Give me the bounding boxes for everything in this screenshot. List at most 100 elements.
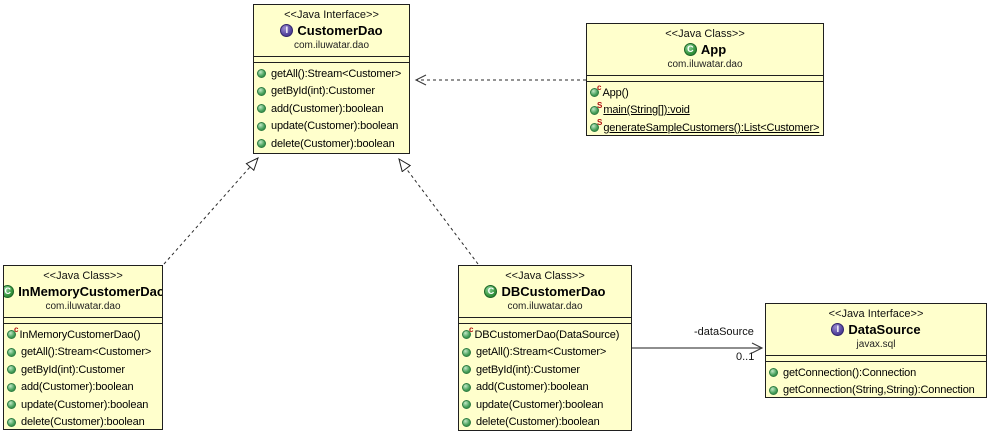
realization-edge-dbdao-to-customerdao bbox=[399, 159, 479, 265]
method-visibility-icon bbox=[462, 417, 471, 427]
method-label: add(Customer):boolean bbox=[21, 381, 134, 394]
association-multiplicity-label: 0..1 bbox=[736, 351, 755, 363]
method-label: delete(Customer):boolean bbox=[476, 416, 600, 429]
interface-icon: I bbox=[831, 323, 845, 336]
method-row[interactable]: add(Customer):boolean bbox=[257, 100, 406, 118]
method-label: getConnection(String,String):Connection bbox=[783, 384, 975, 397]
class-name: InMemoryCustomerDao bbox=[18, 284, 163, 299]
class-box-dbcustomerdao[interactable]: <<Java Class>> C DBCustomerDao com.iluwa… bbox=[458, 265, 632, 431]
stereotype-label: <<Java Class>> bbox=[505, 270, 585, 282]
method-visibility-icon bbox=[462, 400, 471, 410]
class-box-datasource[interactable]: <<Java Interface>> I DataSource javax.sq… bbox=[765, 303, 987, 398]
method-label: DBCustomerDao(DataSource) bbox=[474, 328, 620, 341]
method-visibility-icon bbox=[257, 139, 266, 149]
method-row[interactable]: delete(Customer):boolean bbox=[257, 135, 406, 153]
method-label: main(String[]):void bbox=[603, 104, 690, 117]
class-name: App bbox=[700, 42, 727, 57]
method-visibility-icon bbox=[590, 123, 599, 133]
method-visibility-icon bbox=[257, 86, 266, 96]
method-row[interactable]: delete(Customer):boolean bbox=[462, 414, 628, 431]
method-row[interactable]: getAll():Stream<Customer> bbox=[462, 344, 628, 362]
class-icon: C bbox=[683, 43, 697, 56]
method-row[interactable]: add(Customer):boolean bbox=[462, 379, 628, 397]
class-name: DataSource bbox=[848, 322, 921, 337]
method-label: getById(int):Customer bbox=[21, 363, 125, 376]
method-row[interactable]: getAll():Stream<Customer> bbox=[257, 65, 406, 83]
class-box-inmemorycustomerdao[interactable]: <<Java Class>> C InMemoryCustomerDao com… bbox=[3, 265, 163, 430]
constructor-marker: c bbox=[597, 83, 602, 93]
attributes-compartment bbox=[766, 355, 986, 361]
method-label: getAll():Stream<Customer> bbox=[271, 67, 402, 80]
method-visibility-icon bbox=[257, 104, 266, 114]
method-row[interactable]: delete(Customer):boolean bbox=[7, 414, 159, 430]
method-label: add(Customer):boolean bbox=[271, 102, 384, 115]
method-visibility-icon bbox=[7, 365, 16, 375]
method-row[interactable]: getAll():Stream<Customer> bbox=[7, 344, 159, 362]
method-visibility-icon bbox=[462, 330, 471, 340]
package-label: com.iluwatar.dao bbox=[667, 59, 743, 70]
constructor-marker: c bbox=[469, 325, 474, 335]
method-visibility-icon bbox=[7, 400, 16, 410]
method-row[interactable]: add(Customer):boolean bbox=[7, 379, 159, 397]
attributes-compartment bbox=[4, 317, 162, 323]
method-visibility-icon bbox=[257, 121, 266, 131]
method-label: update(Customer):boolean bbox=[476, 398, 604, 411]
stereotype-label: <<Java Class>> bbox=[665, 28, 745, 40]
method-visibility-icon bbox=[769, 368, 778, 378]
method-row[interactable]: getById(int):Customer bbox=[257, 83, 406, 101]
class-header: <<Java Class>> C InMemoryCustomerDao com… bbox=[4, 266, 162, 317]
method-row[interactable]: getConnection(String,String):Connection bbox=[769, 382, 983, 398]
method-visibility-icon bbox=[590, 105, 599, 115]
package-label: javax.sql bbox=[856, 339, 896, 350]
method-label: update(Customer):boolean bbox=[271, 120, 399, 133]
stereotype-label: <<Java Interface>> bbox=[828, 308, 924, 320]
class-header: <<Java Interface>> I DataSource javax.sq… bbox=[766, 304, 986, 355]
class-name: CustomerDao bbox=[297, 23, 383, 38]
method-visibility-icon bbox=[590, 88, 599, 98]
method-visibility-icon bbox=[462, 365, 471, 375]
method-visibility-icon bbox=[462, 382, 471, 392]
method-visibility-icon bbox=[7, 347, 16, 357]
method-label: delete(Customer):boolean bbox=[21, 416, 145, 429]
method-row[interactable]: getConnection():Connection bbox=[769, 364, 983, 382]
class-header: <<Java Class>> C DBCustomerDao com.iluwa… bbox=[459, 266, 631, 317]
method-visibility-icon bbox=[7, 330, 16, 340]
method-label: update(Customer):boolean bbox=[21, 398, 149, 411]
stereotype-label: <<Java Interface>> bbox=[284, 9, 379, 21]
method-label: InMemoryCustomerDao() bbox=[19, 328, 141, 341]
attributes-compartment bbox=[459, 317, 631, 323]
method-row[interactable]: getById(int):Customer bbox=[462, 361, 628, 379]
method-row[interactable]: update(Customer):boolean bbox=[257, 118, 406, 136]
package-label: com.iluwatar.dao bbox=[507, 301, 583, 312]
package-label: com.iluwatar.dao bbox=[45, 301, 121, 312]
constructor-marker: c bbox=[14, 325, 19, 335]
interface-icon: I bbox=[280, 24, 294, 37]
method-label: getConnection():Connection bbox=[783, 366, 917, 379]
method-row[interactable]: getById(int):Customer bbox=[7, 361, 159, 379]
method-label: getAll():Stream<Customer> bbox=[476, 346, 607, 359]
methods-compartment: getAll():Stream<Customer> getById(int):Cu… bbox=[254, 62, 409, 153]
method-label: add(Customer):boolean bbox=[476, 381, 589, 394]
method-visibility-icon bbox=[769, 385, 778, 395]
class-name: DBCustomerDao bbox=[501, 284, 606, 299]
method-row[interactable]: update(Customer):boolean bbox=[462, 396, 628, 414]
stereotype-label: <<Java Class>> bbox=[43, 270, 123, 282]
method-label: getById(int):Customer bbox=[476, 363, 580, 376]
method-label: App() bbox=[602, 86, 629, 99]
class-box-customerdao[interactable]: <<Java Interface>> I CustomerDao com.ilu… bbox=[253, 4, 410, 154]
method-row[interactable]: update(Customer):boolean bbox=[7, 396, 159, 414]
class-header: <<Java Interface>> I CustomerDao com.ilu… bbox=[254, 5, 409, 56]
method-label: generateSampleCustomers():List<Customer> bbox=[603, 121, 820, 134]
method-visibility-icon bbox=[7, 417, 16, 427]
static-marker: S bbox=[597, 118, 603, 128]
package-label: com.iluwatar.dao bbox=[293, 40, 370, 51]
methods-compartment: getConnection():Connection getConnection(… bbox=[766, 361, 986, 398]
